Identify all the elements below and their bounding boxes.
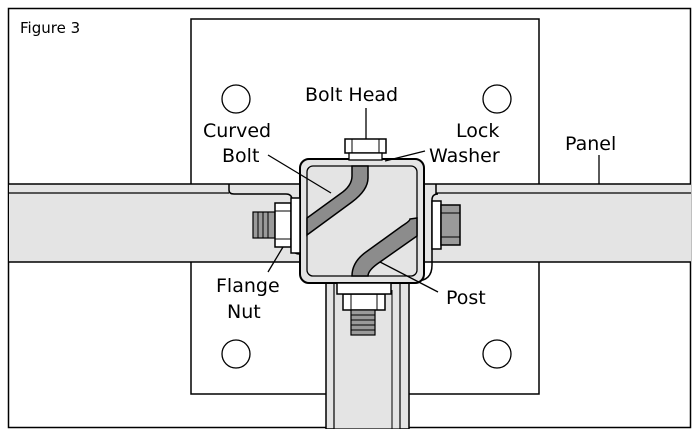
- plate-hole-top-right: [482, 84, 512, 114]
- label-bolt-head: Bolt Head: [305, 84, 398, 106]
- bottom-nut: [336, 282, 392, 336]
- bolt-head: [344, 138, 387, 161]
- label-lock-washer-line2: Washer: [429, 145, 500, 167]
- label-panel: Panel: [565, 133, 616, 155]
- label-post: Post: [446, 287, 486, 309]
- plate-hole-bottom-right: [482, 339, 512, 369]
- curved-bolt-lower: [351, 217, 418, 277]
- label-flange-nut-line2: Nut: [227, 301, 261, 323]
- label-curved-bolt-line1: Curved: [203, 120, 271, 142]
- label-lock-washer-line1: Lock: [456, 120, 499, 142]
- label-curved-bolt-line2: Bolt: [222, 145, 259, 167]
- nut-right: [431, 200, 461, 250]
- plate-hole-bottom-left: [221, 339, 251, 369]
- leader-lines: [267, 108, 600, 293]
- plate-hole-top-left: [221, 84, 251, 114]
- flange-nut-left: [252, 197, 301, 254]
- figure-title: Figure 3: [20, 19, 80, 37]
- curved-bolt-upper: [306, 165, 369, 237]
- label-flange-nut-line1: Flange: [216, 275, 280, 297]
